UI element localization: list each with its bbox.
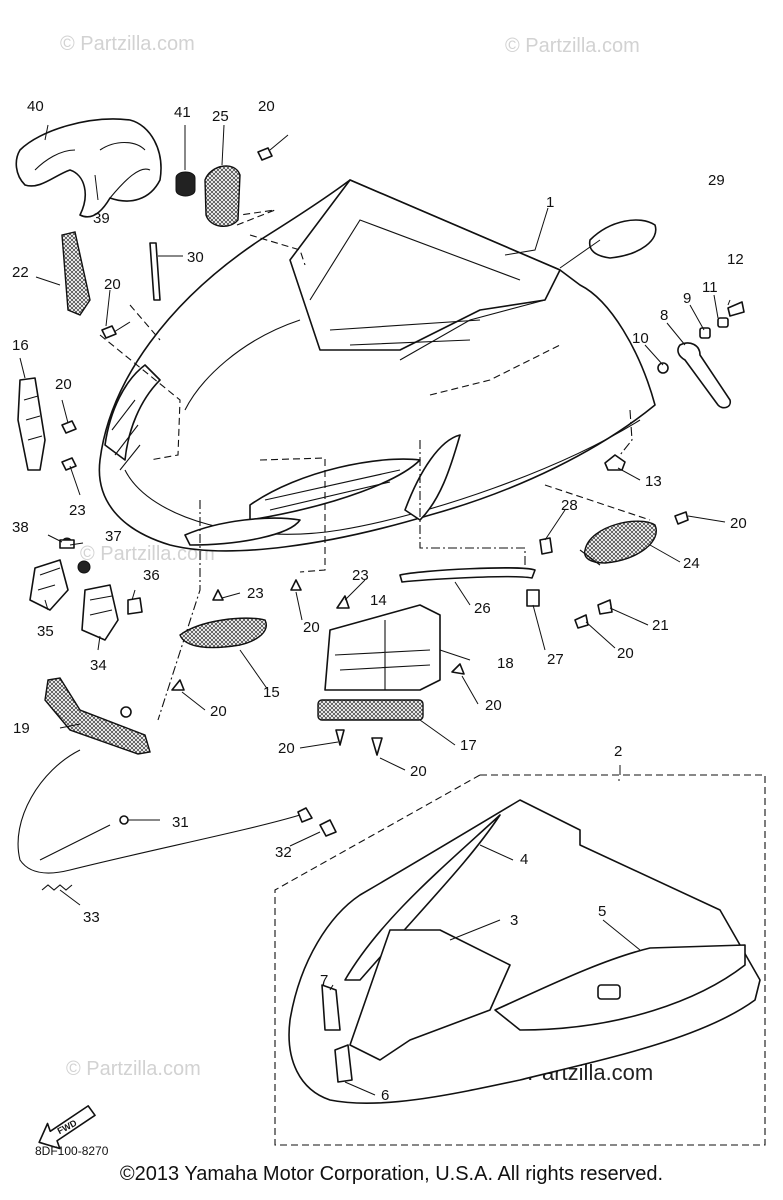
- callout-25: 25: [212, 108, 229, 125]
- hood-shroud: [98, 179, 656, 552]
- callout-13: 13: [645, 473, 662, 490]
- part-22-side-mesh: [61, 231, 91, 316]
- callout-9: 9: [683, 290, 691, 307]
- callout-10: 10: [632, 330, 649, 347]
- callout-20-g: 20: [485, 697, 502, 714]
- callout-23-c: 23: [352, 567, 369, 584]
- latch-assembly: [604, 301, 745, 471]
- callout-3: 3: [510, 912, 518, 929]
- callout-8: 8: [660, 307, 668, 324]
- callout-38: 38: [12, 519, 29, 536]
- hinge-parts: [29, 537, 143, 641]
- part-25-mesh: [204, 165, 241, 227]
- callout-20-e: 20: [303, 619, 320, 636]
- callout-23-a: 23: [69, 502, 86, 519]
- callout-23-b: 23: [247, 585, 264, 602]
- callout-20-c: 20: [55, 376, 72, 393]
- callout-4: 4: [520, 851, 528, 868]
- watermark-top-right: © Partzilla.com: [505, 35, 640, 57]
- callout-15: 15: [263, 684, 280, 701]
- callout-33: 33: [83, 909, 100, 926]
- part-30-strap: [149, 242, 161, 301]
- watermark-bottom-left: © Partzilla.com: [66, 1058, 201, 1080]
- copyright-notice: ©2013 Yamaha Motor Corporation, U.S.A. A…: [119, 1163, 664, 1185]
- callout-29: 29: [708, 172, 725, 189]
- callout-24: 24: [683, 555, 700, 572]
- leader-lines: [19, 124, 731, 1096]
- callout-35: 35: [37, 623, 54, 640]
- callout-16: 16: [12, 337, 29, 354]
- callout-22: 22: [12, 264, 29, 281]
- callout-2: 2: [614, 743, 622, 760]
- callout-5: 5: [598, 903, 606, 920]
- callout-31: 31: [172, 814, 189, 831]
- callout-36: 36: [143, 567, 160, 584]
- inset-border: [274, 774, 766, 1146]
- part-40-39-duct: [15, 118, 162, 218]
- callout-37: 37: [105, 528, 122, 545]
- hood-liner-inset: [288, 799, 761, 1105]
- callout-40: 40: [27, 98, 44, 115]
- callout-28: 28: [561, 497, 578, 514]
- callout-20-j: 20: [617, 645, 634, 662]
- watermark-mid: © Partzilla.com: [80, 543, 215, 565]
- callout-18: 18: [497, 655, 514, 672]
- callout-20-h: 20: [278, 740, 295, 757]
- part-15-vent-mesh: [179, 617, 267, 649]
- callout-34: 34: [90, 657, 107, 674]
- part-24-oval-mesh: [583, 520, 657, 564]
- callout-32: 32: [275, 844, 292, 861]
- callout-14: 14: [370, 592, 387, 609]
- callout-6: 6: [381, 1087, 389, 1104]
- hood-cable: [17, 749, 301, 874]
- callout-7: 7: [320, 972, 328, 989]
- callout-26: 26: [474, 600, 491, 617]
- part-16-bracket: [17, 377, 46, 471]
- callout-20-d: 20: [730, 515, 747, 532]
- callout-19: 19: [13, 720, 30, 737]
- part-26-rail: [399, 567, 536, 583]
- callout-27: 27: [547, 651, 564, 668]
- callout-20-f: 20: [210, 703, 227, 720]
- callout-20-b: 20: [104, 276, 121, 293]
- callout-39: 39: [93, 210, 110, 227]
- callout-30: 30: [187, 249, 204, 266]
- part-29-decal: [588, 219, 657, 259]
- part-41-grommet: [175, 171, 196, 197]
- callout-17: 17: [460, 737, 477, 754]
- callout-12: 12: [727, 251, 744, 268]
- callout-20-i: 20: [410, 763, 427, 780]
- callout-labels: 1 2 3 4 5 6 7 8 9 10 11 12 13 14 15 16 1…: [12, 98, 747, 1104]
- callout-20-a: 20: [258, 98, 275, 115]
- callout-11: 11: [702, 279, 718, 296]
- callout-41: 41: [174, 104, 191, 121]
- callout-21: 21: [652, 617, 669, 634]
- callout-1: 1: [546, 194, 554, 211]
- console-assembly: [317, 604, 465, 756]
- part-19-grill: [44, 677, 151, 755]
- drawing-code: 8DF100-8270: [35, 1144, 109, 1158]
- watermark-top-left: © Partzilla.com: [60, 33, 195, 55]
